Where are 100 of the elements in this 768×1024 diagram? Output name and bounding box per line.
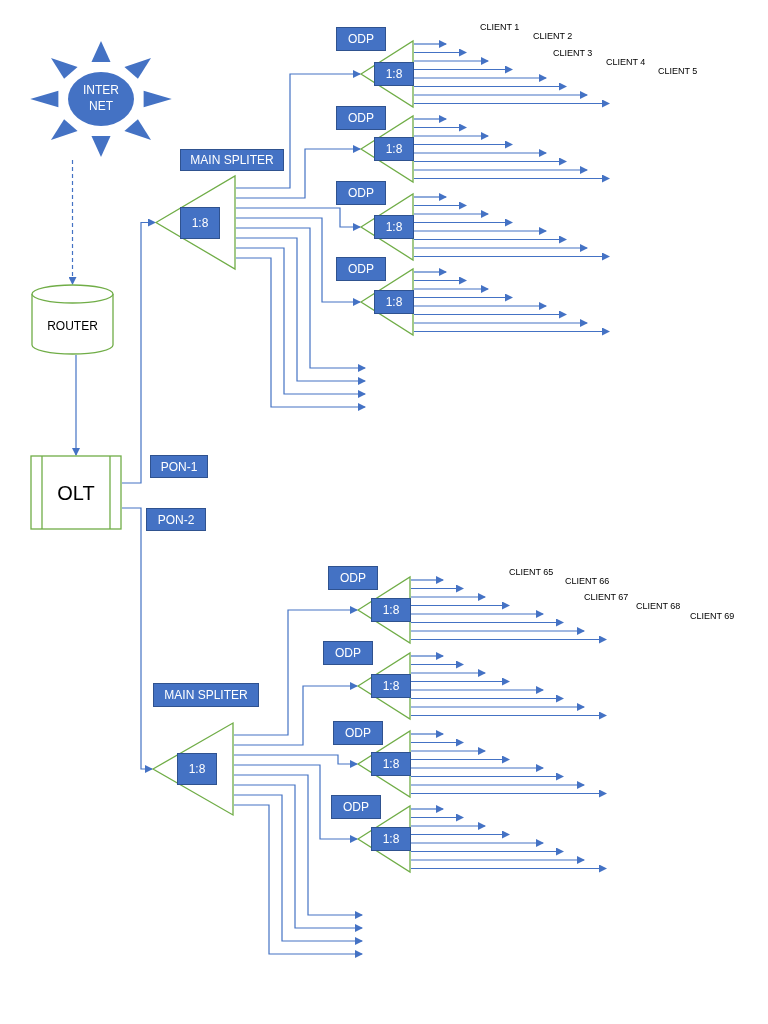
arrow	[413, 140, 513, 149]
arrow	[235, 207, 361, 231]
arrow	[413, 157, 567, 166]
ratio-label: 1:8	[371, 674, 411, 698]
arrow	[235, 70, 361, 189]
arrow	[413, 268, 447, 276]
edge-label: PON-1	[150, 455, 208, 478]
arrow	[233, 682, 358, 746]
arrow	[235, 145, 361, 199]
arrow	[410, 694, 564, 703]
arrow	[413, 285, 489, 293]
arrow	[410, 669, 486, 677]
client-label: CLIENT 1	[480, 22, 520, 32]
arrow	[410, 730, 444, 738]
name-tag: ODP	[336, 257, 386, 281]
ratio-label: 1:8	[374, 137, 414, 161]
arrow	[413, 174, 610, 183]
name-tag: ODP	[333, 721, 383, 745]
arrow	[72, 354, 80, 456]
name-tag: ODP	[336, 27, 386, 51]
client-label: CLIENT 5	[658, 66, 698, 76]
arrow	[121, 507, 153, 773]
arrow	[410, 652, 444, 660]
arrow	[68, 159, 77, 285]
client-label: CLIENT 3	[553, 48, 593, 58]
cloud-label: INTER NET	[82, 83, 120, 115]
name-tag: ODP	[331, 795, 381, 819]
arrow	[410, 789, 607, 798]
client-label: CLIENT 68	[636, 601, 681, 611]
arrow	[413, 218, 513, 227]
name-tag: ODP	[328, 566, 378, 590]
client-label: CLIENT 69	[690, 611, 735, 621]
arrow	[410, 772, 564, 781]
arrow	[233, 606, 358, 736]
arrow	[410, 738, 464, 747]
arrow	[413, 48, 467, 57]
edge-label: PON-2	[146, 508, 206, 531]
name-tag: MAIN SPLITER	[180, 149, 284, 171]
arrow	[410, 703, 585, 711]
arrow	[410, 864, 607, 873]
arrow	[410, 677, 510, 686]
ratio-label: 1:8	[177, 753, 217, 785]
client-label: CLIENT 2	[533, 31, 573, 41]
arrow	[413, 235, 567, 244]
client-label: CLIENT 66	[565, 576, 610, 586]
arrow	[413, 319, 588, 327]
arrow	[410, 711, 607, 720]
client-label: CLIENT 67	[584, 592, 629, 602]
arrow	[233, 764, 358, 843]
arrow	[410, 839, 544, 847]
node-label: OLT	[57, 480, 95, 506]
arrow	[413, 40, 447, 48]
ratio-label: 1:8	[371, 827, 411, 851]
arrow	[233, 754, 358, 768]
ratio-label: 1:8	[371, 598, 411, 622]
arrow	[413, 193, 447, 201]
arrow	[413, 276, 467, 285]
arrow	[410, 856, 585, 864]
arrow	[410, 686, 544, 694]
arrow	[235, 217, 361, 306]
arrow	[410, 747, 486, 755]
arrow	[413, 149, 547, 157]
arrow	[410, 755, 510, 764]
arrow	[413, 210, 489, 218]
arrow	[410, 660, 464, 669]
arrow	[413, 293, 513, 302]
arrow	[410, 618, 564, 627]
arrow	[413, 302, 547, 310]
arrow	[413, 201, 467, 210]
arrow	[121, 218, 156, 484]
arrow	[410, 781, 585, 789]
arrow	[413, 115, 447, 123]
arrow	[410, 822, 486, 830]
arrow	[410, 805, 444, 813]
arrow	[413, 227, 547, 235]
arrow	[413, 310, 567, 319]
ratio-label: 1:8	[374, 290, 414, 314]
arrow	[410, 627, 585, 635]
ratio-label: 1:8	[371, 752, 411, 776]
arrow	[410, 635, 607, 644]
node-label: ROUTER	[47, 318, 98, 335]
ratio-label: 1:8	[374, 215, 414, 239]
arrow	[413, 91, 588, 99]
arrow	[413, 99, 610, 108]
ratio-label: 1:8	[374, 62, 414, 86]
name-tag: ODP	[336, 181, 386, 205]
arrow	[413, 244, 588, 252]
arrow	[413, 327, 610, 336]
arrow	[413, 65, 513, 74]
arrow	[410, 610, 544, 618]
arrow	[410, 847, 564, 856]
arrow	[410, 813, 464, 822]
client-label: CLIENT 65	[509, 567, 554, 577]
arrow	[413, 252, 610, 261]
arrow	[413, 82, 567, 91]
arrow	[410, 764, 544, 772]
arrow	[413, 166, 588, 174]
arrow	[410, 593, 486, 601]
arrow	[410, 576, 444, 584]
name-tag: MAIN SPLITER	[153, 683, 259, 707]
